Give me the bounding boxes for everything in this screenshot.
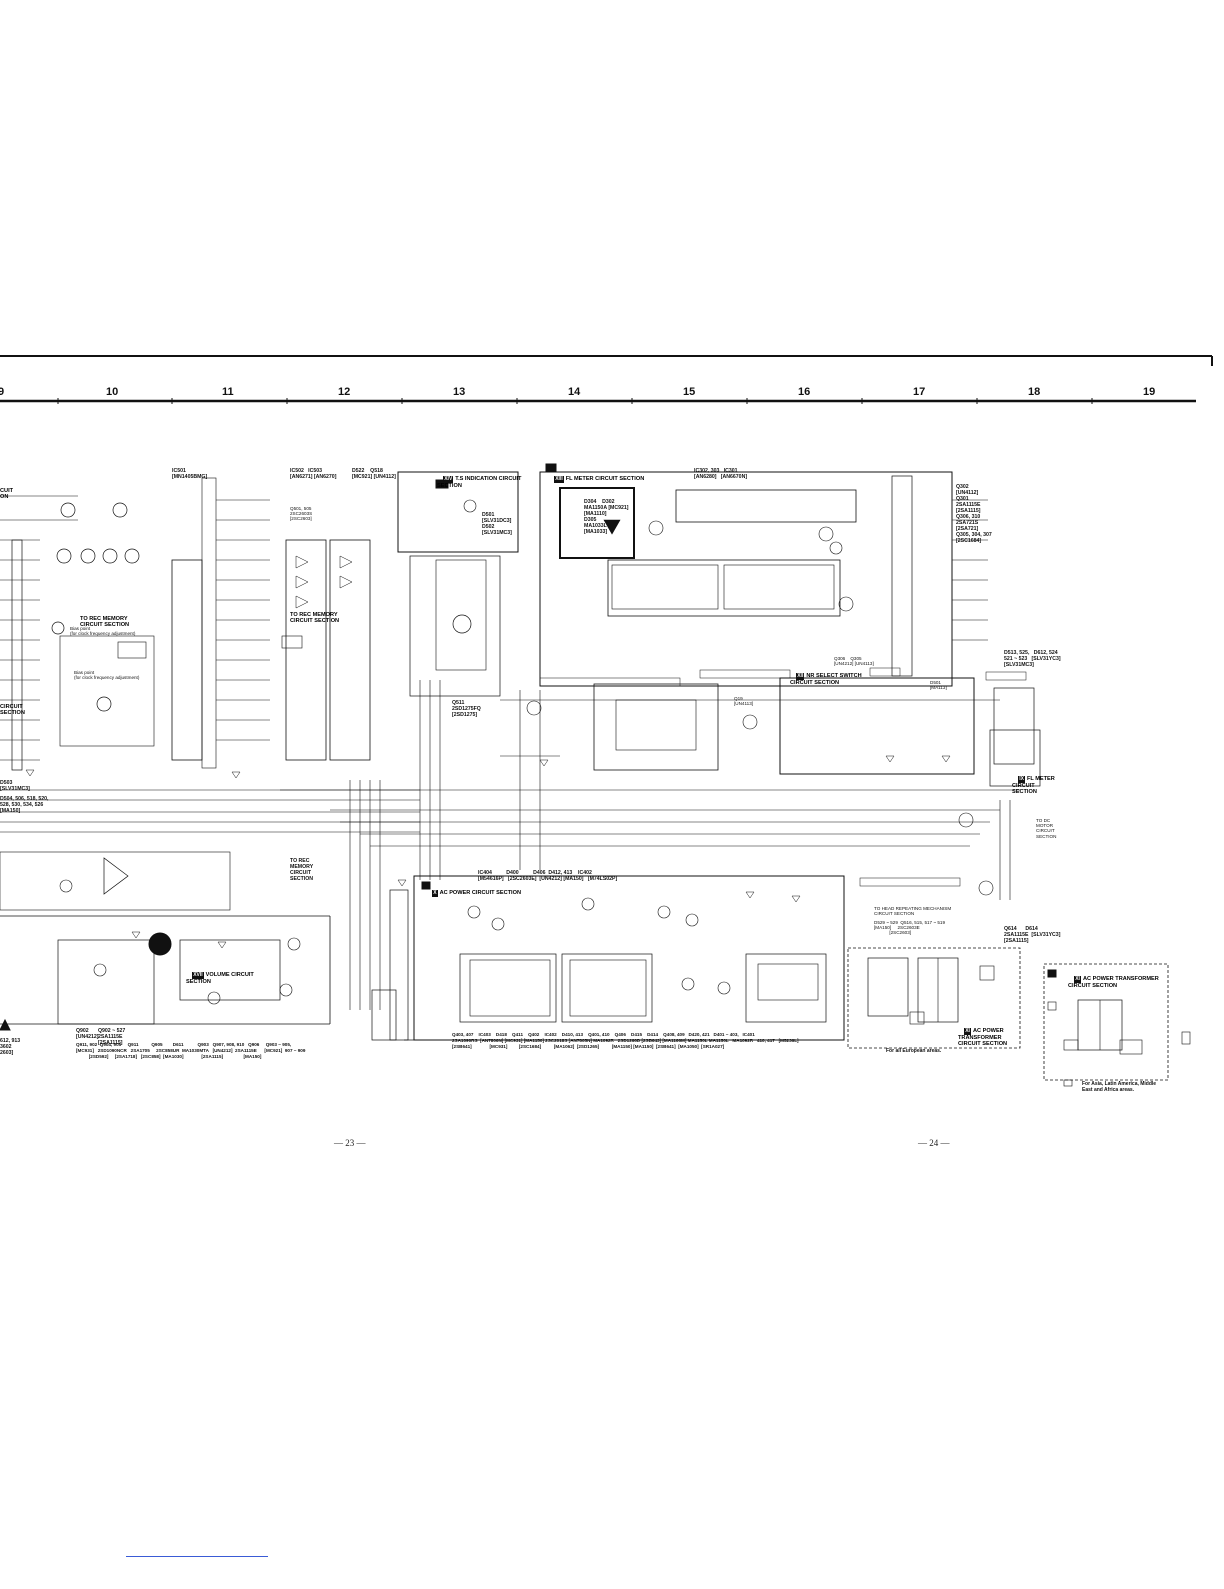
- section-tag: XIV: [443, 476, 454, 483]
- left-circuit-label-1: CUIT ON: [0, 488, 14, 501]
- section-tag: X: [432, 890, 438, 897]
- section-title-text: NR SELECT SWITCH CIRCUIT SECTION: [790, 673, 862, 686]
- section-tag: XI: [1074, 976, 1081, 983]
- bias-point-note-2: Bias point (for clock frequency adjustme…: [74, 670, 140, 681]
- ic502-503-label: IC502 IC503 [AN6271] [AN6270]: [290, 468, 337, 480]
- q614-d614-label: Q614 D614 2SA1115E [SLV31YC3] [2SA1115]: [1004, 926, 1061, 944]
- volume-bottom-parts-label: Q911, 902 Q904, 905 Q911 Q905 D611 Q903 …: [76, 1042, 306, 1059]
- ic501-label: IC501 [MN1405BMG]: [172, 468, 208, 480]
- d522-q518-label: D522 Q518 [MC921] [UN4112]: [352, 468, 396, 480]
- column-number: 11: [222, 386, 234, 398]
- column-number: 19: [1143, 386, 1156, 398]
- section-tag: IX: [1018, 776, 1025, 783]
- q902-527-label: Q902 ~ 527 2SA1115E [2SA1115]: [98, 1028, 126, 1046]
- european-areas-note: For all European areas.: [886, 1048, 942, 1054]
- q511-label: Q511 2SD1275FQ [2SD1275]: [452, 700, 481, 718]
- section-title-text: VOLUME CIRCUIT SECTION: [186, 972, 254, 985]
- q302-group-label: Q302 [UN4112] Q301 2SA1115E [2SA1115] Q3…: [956, 484, 992, 544]
- section-tag: XIII: [554, 476, 564, 483]
- rec-memory-label-1: TO REC MEMORY CIRCUIT SECTION: [80, 616, 130, 629]
- section-title-text: T.S INDICATION CIRCUIT SECTION: [437, 476, 522, 489]
- d501-ma-label: D501 [MA113]: [930, 680, 947, 691]
- column-number: 18: [1028, 386, 1041, 398]
- section-title-text: AC POWER CIRCUIT SECTION: [439, 890, 521, 897]
- column-number: 17: [913, 386, 926, 398]
- dc-motor-label: TO DC MOTOR CIRCUIT SECTION: [1036, 818, 1057, 839]
- left-circuit-label-2: CIRCUIT SECTION: [0, 704, 25, 717]
- bottom-accent-line: [126, 1556, 268, 1557]
- q501-group-label: Q501, 505 2SC2603S [2SC2603]: [290, 506, 313, 522]
- ac-power-bottom-parts-label: Q403, 407 IC403 D418 Q411 Q402 IC402 D41…: [452, 1032, 799, 1049]
- d504-group-label: D504, 506, 518, 520, 528, 530, 534, 526 …: [0, 796, 49, 814]
- d529-group-label: D529 ~ 529 Q516, 515, 517 ~ 519 [MA150] …: [874, 920, 946, 936]
- d304-d302-label: D304 D302 MA1150A [MC921] [MA1110] D305 …: [584, 499, 629, 535]
- page-number-right: — 24 —: [918, 1138, 950, 1148]
- bias-point-note-1: Bias point (for clock frequency adjustme…: [70, 626, 136, 637]
- ic404-group-label: IC404 D400 D406 D412, 413 IC402 [M54616P…: [478, 870, 618, 882]
- asia-areas-note: For Asia, Latin America, Middle East and…: [1082, 1081, 1157, 1093]
- column-number: 15: [683, 386, 696, 398]
- rec-memory-label-2: TO REC MEMORY CIRCUIT SECTION: [290, 612, 340, 625]
- column-number: 14: [568, 386, 581, 398]
- left-bottom-parts-label: 612, 913 3602 2603]: [0, 1038, 21, 1056]
- section-tag: XI: [964, 1028, 971, 1035]
- head-repeat-label: TO HEAD REPEATING MECHANISM CIRCUIT SECT…: [874, 906, 952, 917]
- q306-q305-label: Q306 Q305 [UN4212] [UN4113]: [834, 656, 874, 667]
- column-number: 13: [453, 386, 466, 398]
- rec-memory-label-3: TO REC MEMORY CIRCUIT SECTION: [290, 858, 314, 882]
- d501-d502-label: D501 [SLV31DC3] D502 [SLV31MC3]: [482, 512, 512, 536]
- column-number: 16: [798, 386, 811, 398]
- page-number-left: — 23 —: [334, 1138, 366, 1148]
- section-title-text: AC POWER TRANSFORMER CIRCUIT SECTION: [958, 1028, 1008, 1048]
- column-number: 12: [338, 386, 351, 398]
- q902-label: Q902 [UN4212]: [76, 1028, 99, 1040]
- section-tag: XVII: [192, 972, 204, 979]
- section-title-text: FL METER CIRCUIT SECTION: [1012, 776, 1055, 796]
- d513-group-label: D513, 525, D612, 524 521 ~ 523 [SLV31YC3…: [1004, 650, 1061, 668]
- ic302-303-label: IC302, 303 IC301 [AN6280] [AN6670N]: [694, 468, 748, 480]
- section-tag: XII: [796, 673, 805, 680]
- column-number: 10: [106, 386, 119, 398]
- section-title-text: FL METER CIRCUIT SECTION: [565, 476, 645, 483]
- column-number: 9: [0, 386, 5, 398]
- q19-label: Q19 [UN4113]: [734, 696, 754, 707]
- d503-label: D503 [SLV31MC3]: [0, 780, 30, 792]
- section-title-text: AC POWER TRANSFORMER CIRCUIT SECTION: [1068, 976, 1159, 989]
